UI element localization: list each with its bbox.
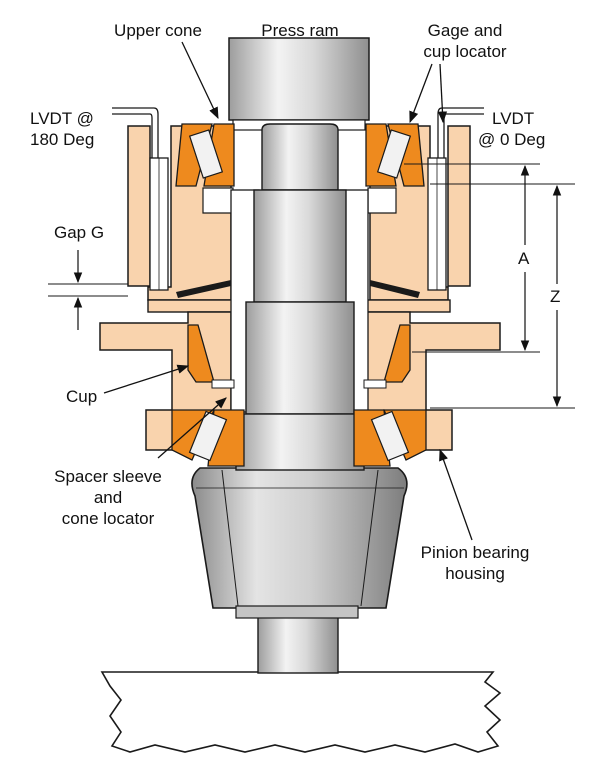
label-spacer-line2: and bbox=[93, 488, 123, 507]
label-gage-line1: Gage and bbox=[427, 21, 503, 40]
press-ram bbox=[228, 37, 370, 121]
upper-cone-bearing bbox=[175, 123, 425, 187]
label-housing-line2: housing bbox=[445, 564, 505, 583]
leader-lines bbox=[103, 41, 473, 541]
pinion-shaft bbox=[235, 123, 365, 471]
lvdt-180-probe bbox=[112, 107, 169, 291]
label-spacer-line1: Spacer sleeve bbox=[54, 467, 162, 486]
base-fixture bbox=[100, 671, 502, 753]
label-upper-cone: Upper cone bbox=[114, 21, 202, 40]
label-gage-line2: cup locator bbox=[423, 42, 507, 61]
label-dim-a: A bbox=[518, 249, 530, 268]
label-cup: Cup bbox=[66, 387, 98, 406]
gap-wedges bbox=[176, 280, 420, 298]
label-lvdt180-line1: LVDT @ bbox=[30, 109, 94, 128]
label-dim-z: Z bbox=[550, 287, 561, 306]
label-housing-line1: Pinion bearing bbox=[420, 543, 530, 562]
label-gap-g: Gap G bbox=[54, 223, 105, 242]
label-press-ram: Press ram bbox=[261, 21, 339, 40]
dimension-markers bbox=[73, 164, 562, 408]
reference-lines bbox=[48, 163, 575, 409]
label-lvdt0-line1: LVDT bbox=[492, 109, 535, 128]
label-lvdt180-line2: 180 Deg bbox=[30, 130, 95, 149]
pinion-gear bbox=[191, 467, 408, 619]
lower-cone-bearing bbox=[171, 379, 427, 467]
label-spacer-line3: cone locator bbox=[61, 509, 155, 528]
label-lvdt0-line2: @ 0 Deg bbox=[478, 130, 546, 149]
lower-cup bbox=[187, 324, 411, 383]
pinion-stem bbox=[257, 614, 339, 674]
